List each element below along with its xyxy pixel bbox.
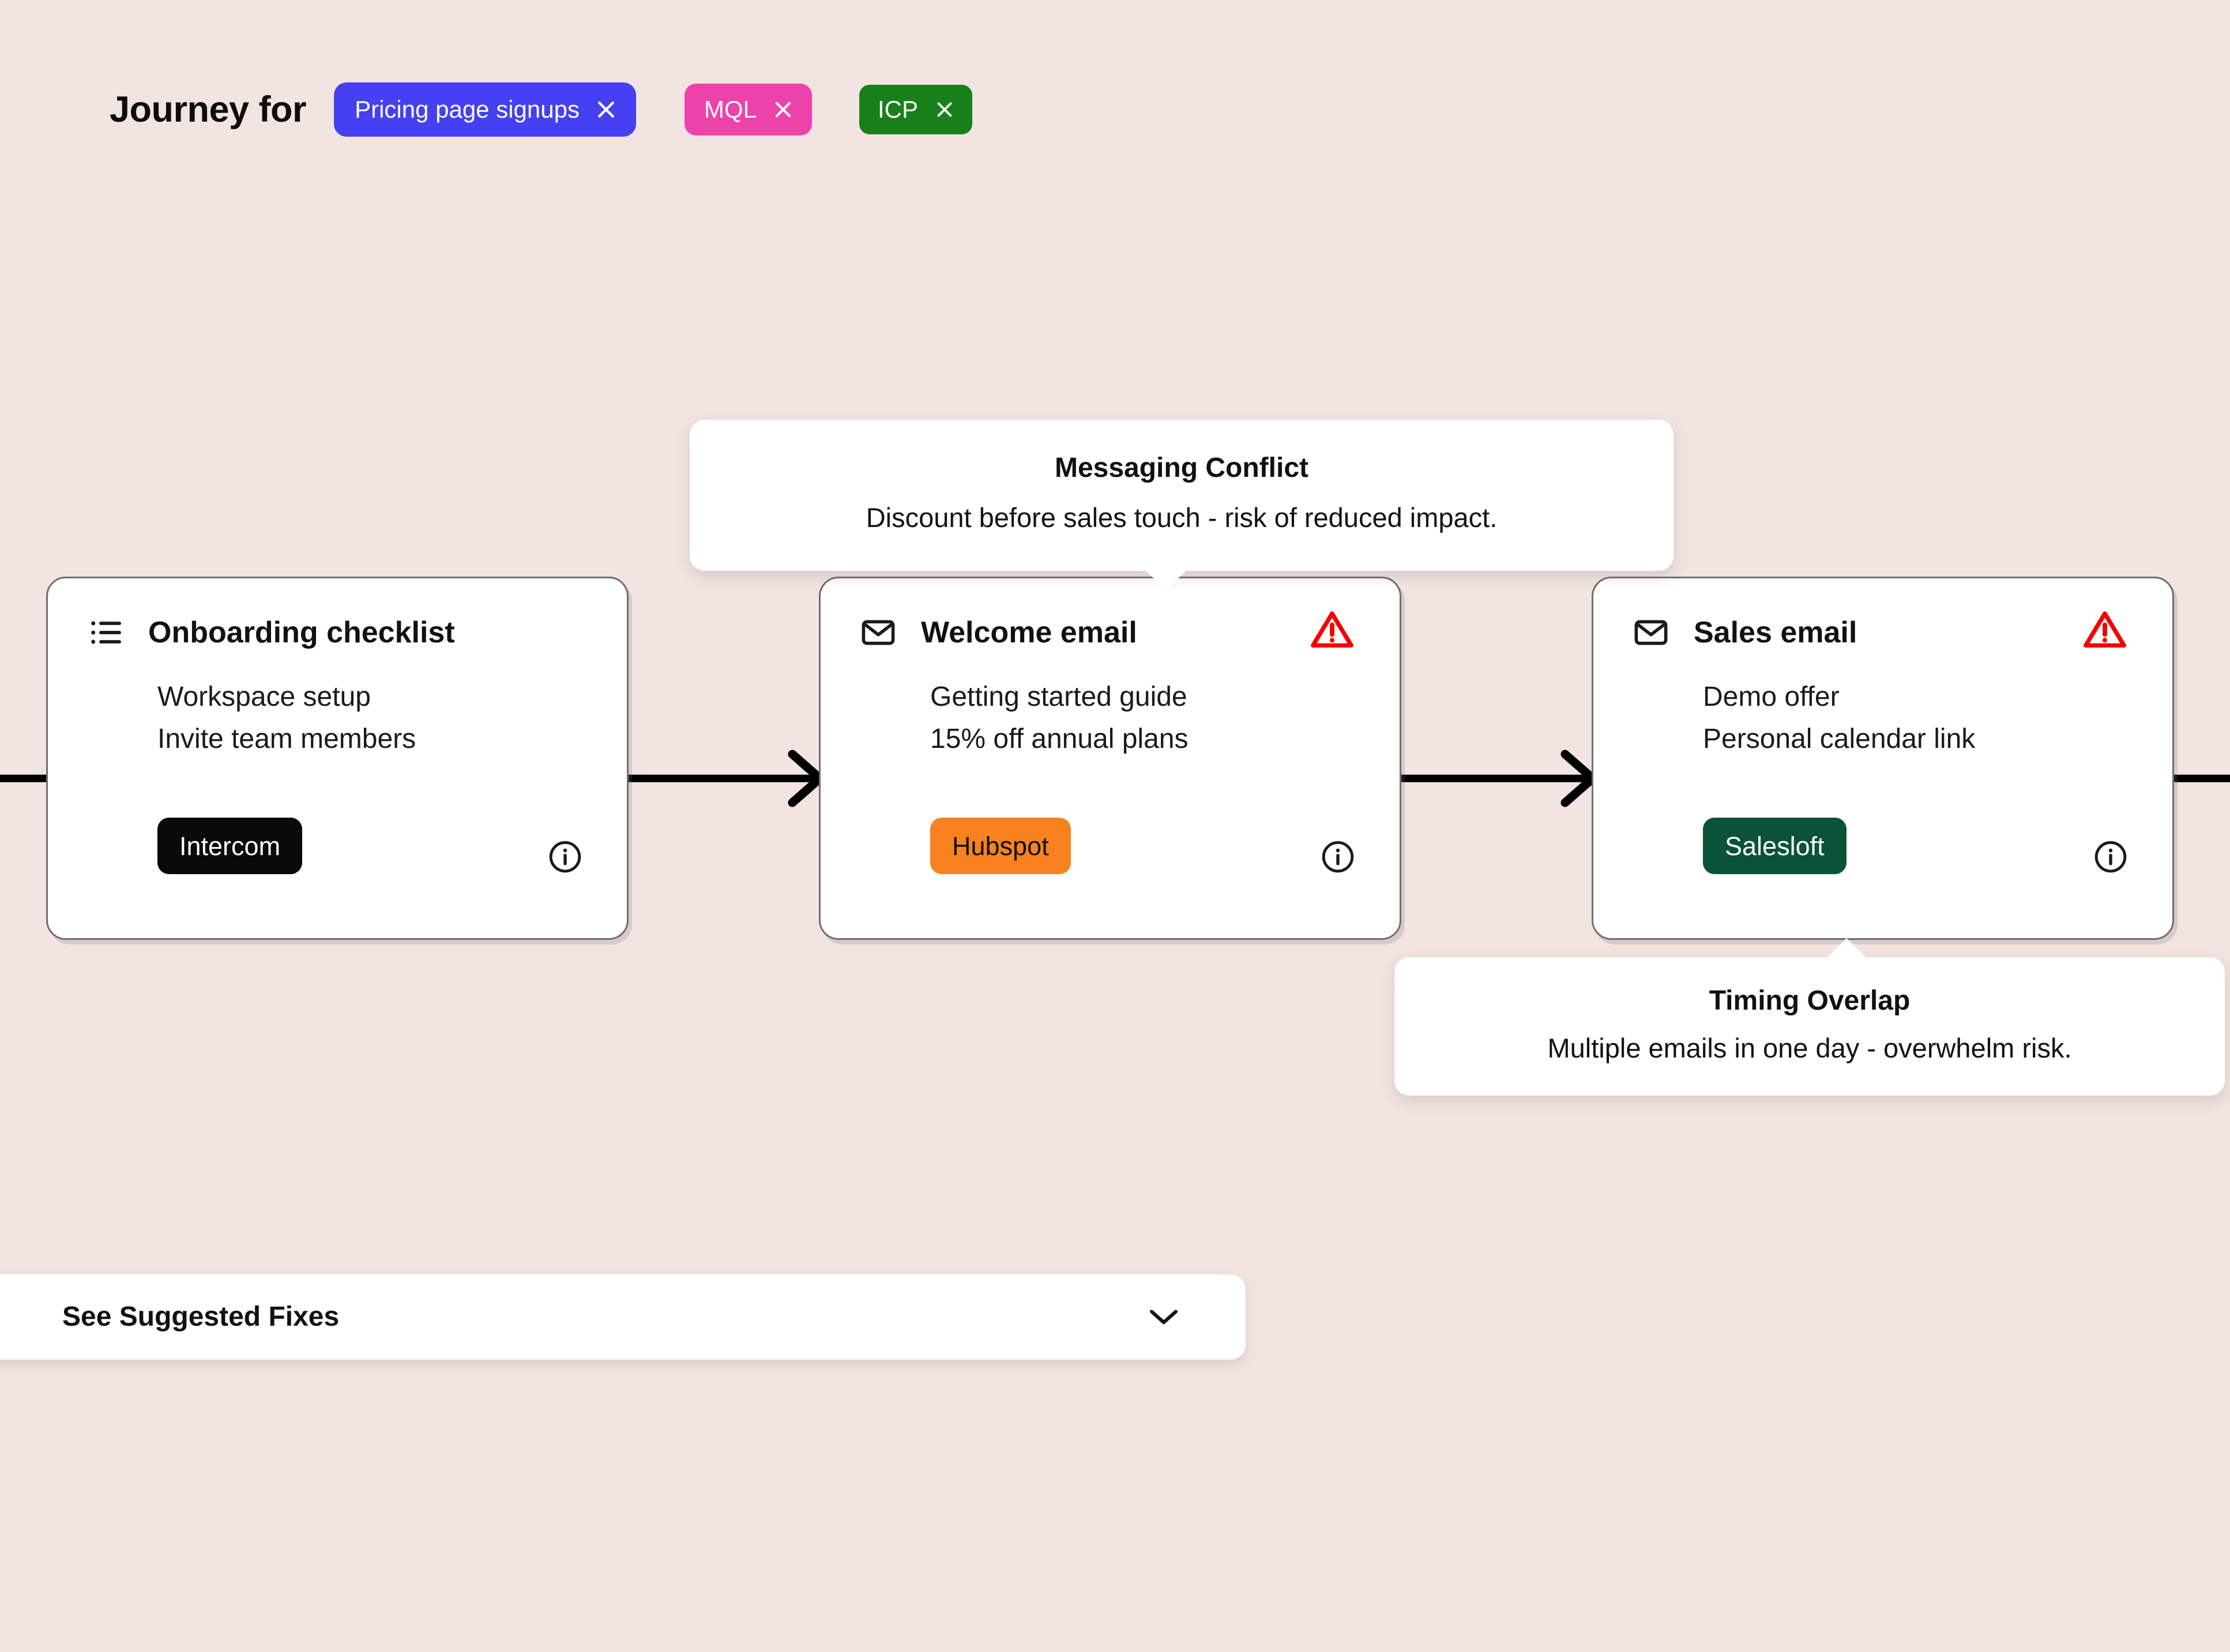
node-description-line: Personal calendar link <box>1703 723 1976 754</box>
list-icon <box>87 614 124 651</box>
node-title: Onboarding checklist <box>148 616 455 649</box>
line-right-icon <box>2168 744 2230 816</box>
tooltip-messaging-conflict: Messaging Conflict Discount before sales… <box>690 420 1674 590</box>
tooltip-body: Discount before sales touch - risk of re… <box>866 502 1498 533</box>
filter-chip-pricing-page-signups[interactable]: Pricing page signups <box>334 82 636 137</box>
node-description-line: Workspace setup <box>157 682 371 712</box>
close-icon[interactable] <box>772 98 795 121</box>
envelope-icon <box>860 614 897 651</box>
warning-triangle-icon[interactable] <box>1310 607 1355 652</box>
node-title: Sales email <box>1694 616 1857 649</box>
page-title: Journey for <box>110 89 307 130</box>
node-description-line: Invite team members <box>157 723 416 754</box>
node-header: Sales email <box>1633 614 1857 651</box>
journey-header: Journey for Pricing page signups MQL ICP <box>110 75 973 144</box>
info-icon[interactable] <box>2093 839 2129 875</box>
node-description-line: 15% off annual plans <box>930 723 1189 754</box>
tooltip-tail <box>1827 938 1866 958</box>
info-icon[interactable] <box>1320 839 1356 875</box>
tooltip-title: Messaging Conflict <box>1054 453 1309 483</box>
tooltip-tail <box>1145 570 1187 590</box>
channel-badge-hubspot[interactable]: Hubspot <box>930 818 1071 874</box>
node-header: Onboarding checklist <box>87 614 455 651</box>
node-header: Welcome email <box>860 614 1137 651</box>
channel-badge-salesloft[interactable]: Salesloft <box>1703 818 1847 874</box>
arrow-right-icon <box>1396 744 1600 816</box>
journey-node-welcome-email[interactable]: Welcome email Getting started guide 15% … <box>819 577 1401 940</box>
filter-chip-label: ICP <box>878 96 919 123</box>
node-description: Getting started guide 15% off annual pla… <box>930 676 1188 761</box>
journey-node-sales-email[interactable]: Sales email Demo offer Personal calendar… <box>1592 577 2174 940</box>
node-description-line: Getting started guide <box>930 682 1187 712</box>
chevron-down-icon[interactable] <box>1148 1307 1180 1327</box>
filter-chip-label: Pricing page signups <box>355 96 580 123</box>
node-title: Welcome email <box>921 616 1137 649</box>
envelope-icon <box>1633 614 1669 651</box>
arrow-right-icon <box>623 744 828 816</box>
node-description: Demo offer Personal calendar link <box>1703 676 1975 761</box>
journey-node-onboarding-checklist[interactable]: Onboarding checklist Workspace setup Inv… <box>46 577 629 940</box>
see-suggested-fixes-accordion[interactable]: See Suggested Fixes <box>0 1274 1246 1360</box>
channel-badge-intercom[interactable]: Intercom <box>157 818 303 874</box>
info-icon[interactable] <box>547 839 583 875</box>
warning-triangle-icon[interactable] <box>2082 607 2127 652</box>
filter-chip-label: MQL <box>704 96 757 123</box>
close-icon[interactable] <box>595 98 618 121</box>
tooltip-title: Timing Overlap <box>1709 985 1911 1016</box>
close-icon[interactable] <box>933 98 956 121</box>
filter-chip-mql[interactable]: MQL <box>684 84 812 136</box>
accordion-label: See Suggested Fixes <box>62 1301 340 1332</box>
node-description: Workspace setup Invite team members <box>157 676 416 761</box>
tooltip-body: Multiple emails in one day - overwhelm r… <box>1547 1033 2072 1063</box>
tooltip-timing-overlap: Timing Overlap Multiple emails in one da… <box>1394 938 2225 1096</box>
filter-chip-icp[interactable]: ICP <box>859 85 973 134</box>
node-description-line: Demo offer <box>1703 682 1840 712</box>
